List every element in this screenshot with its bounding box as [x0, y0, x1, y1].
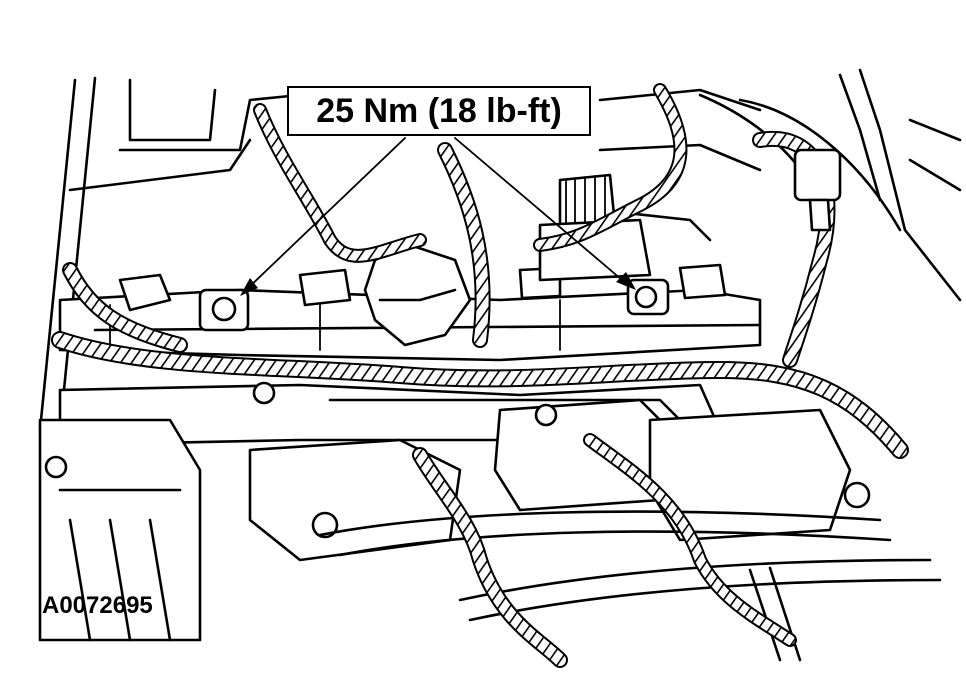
arrow-head-left — [240, 278, 258, 296]
arrow-head-right — [616, 272, 636, 290]
lower-manifold — [38, 381, 871, 642]
hex-boss — [363, 243, 472, 347]
wiring-harness — [51, 83, 909, 668]
figure-id-label: A0072695 — [42, 592, 153, 619]
hoses — [318, 510, 942, 662]
torque-spec-callout: 25 Nm (18 lb-ft) — [287, 86, 591, 136]
bolt-right — [626, 278, 670, 316]
connector-top-right — [793, 148, 842, 232]
leader-lines — [240, 137, 636, 296]
bolt-left — [198, 288, 250, 332]
